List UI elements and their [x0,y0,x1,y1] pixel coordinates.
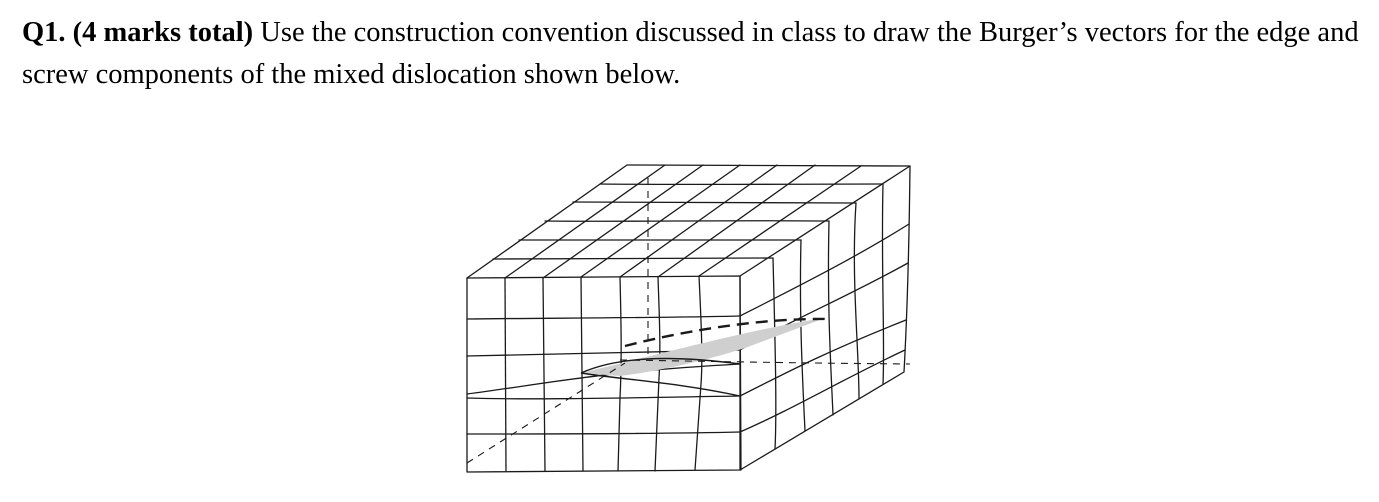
question-text-part1: Use the construction convention discusse… [253,17,979,48]
slip-plane-shaded-region [581,318,825,376]
dislocation-lower-curve [580,372,741,397]
question-label: Q1. (4 marks total) [22,17,254,48]
mixed-dislocation-lattice-diagram [466,164,911,473]
hidden-horizontal-line [619,359,911,365]
burgers-vectors-term: Burger’s vectors [978,17,1168,48]
hidden-diagonal-line [466,362,626,464]
dislocation-line-dashed [624,317,828,348]
dislocation-figure [455,158,925,488]
question-text-part2: for the edge and screw components of the… [22,17,1359,90]
question-text: Q1. (4 marks total) Use the construction… [22,12,1362,96]
